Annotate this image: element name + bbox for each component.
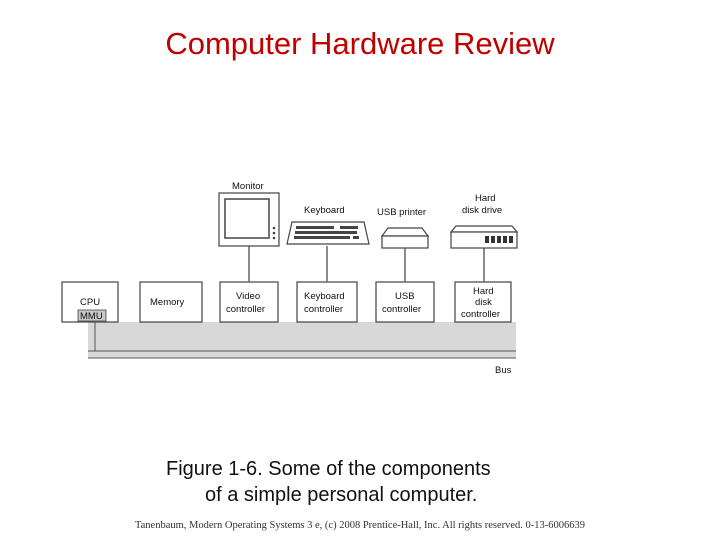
device-cables bbox=[249, 246, 484, 282]
keyboard-ctrl-label-2: controller bbox=[304, 304, 343, 315]
video-label-2: controller bbox=[226, 304, 265, 315]
monitor-label: Monitor bbox=[232, 181, 264, 192]
keyboard-controller-box: Keyboard controller bbox=[297, 282, 357, 322]
usb-ctrl-label-2: controller bbox=[382, 304, 421, 315]
disk-ctrl-label-1: Hard bbox=[473, 286, 494, 297]
bus-label: Bus bbox=[495, 365, 512, 376]
system-bus bbox=[88, 322, 516, 358]
hard-disk-label-2: disk drive bbox=[462, 205, 502, 216]
disk-ctrl-label-3: controller bbox=[461, 309, 500, 320]
monitor-icon bbox=[219, 193, 279, 246]
keyboard-label: Keyboard bbox=[304, 205, 345, 216]
hard-disk-icon bbox=[451, 226, 517, 248]
copyright-footer: Tanenbaum, Modern Operating Systems 3 e,… bbox=[0, 520, 720, 531]
disk-controller-box: Hard disk controller bbox=[455, 282, 511, 322]
memory-label: Memory bbox=[150, 297, 185, 308]
mmu-label: MMU bbox=[80, 311, 103, 322]
disk-ctrl-label-2: disk bbox=[475, 297, 492, 308]
cpu-label: CPU bbox=[80, 297, 100, 308]
keyboard-ctrl-label-1: Keyboard bbox=[304, 291, 345, 302]
video-label-1: Video bbox=[236, 291, 260, 302]
caption-line-2: of a simple personal computer. bbox=[100, 482, 600, 508]
video-controller-box: Video controller bbox=[220, 282, 278, 322]
usb-ctrl-label-1: USB bbox=[395, 291, 415, 302]
caption-line-1: Figure 1-6. Some of the components bbox=[100, 456, 600, 482]
keyboard-icon bbox=[287, 222, 369, 244]
figure-caption: Figure 1-6. Some of the components of a … bbox=[100, 456, 600, 508]
hard-disk-label-1: Hard bbox=[475, 193, 496, 204]
memory-box: Memory bbox=[140, 282, 202, 322]
usb-printer-label: USB printer bbox=[377, 207, 426, 218]
printer-icon bbox=[382, 228, 428, 248]
cpu-box: CPU MMU bbox=[62, 282, 118, 322]
usb-controller-box: USB controller bbox=[376, 282, 434, 322]
